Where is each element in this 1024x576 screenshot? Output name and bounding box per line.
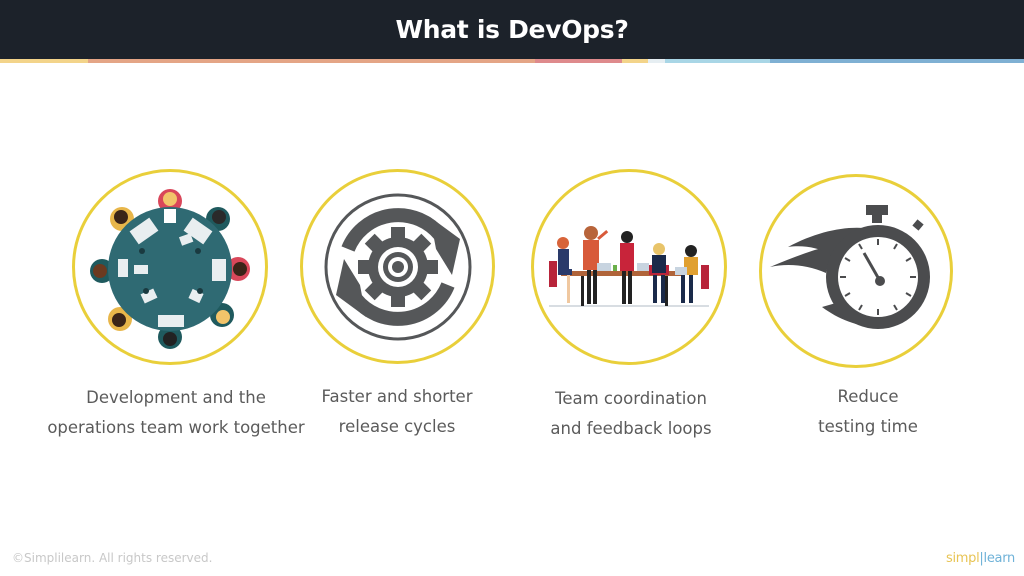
- logo-separator: |: [979, 551, 984, 566]
- slide-header: What is DevOps?: [0, 0, 1024, 59]
- copyright-notice: ©Simplilearn. All rights reserved.: [12, 551, 213, 565]
- caption-line: and feedback loops: [550, 419, 712, 438]
- feature-caption-release-cycles: Faster and shorter release cycles: [257, 382, 537, 442]
- feature-circle-collaboration: [72, 169, 268, 365]
- caption-line: release cycles: [338, 417, 456, 436]
- stripe-segment: [665, 59, 770, 63]
- fast-stopwatch-icon: [770, 205, 930, 329]
- round-table-meeting-icon: [90, 189, 250, 349]
- caption-line: operations team work together: [47, 418, 305, 437]
- stripe-segment: [0, 59, 88, 63]
- feature-circle-release-cycles: [300, 169, 495, 364]
- simplilearn-logo: simpl|learn: [946, 551, 1015, 566]
- stripe-segment: [648, 59, 665, 63]
- feature-circle-team-coordination: [531, 169, 727, 365]
- stripe-segment: [535, 59, 622, 63]
- caption-line: Development and the: [86, 388, 266, 407]
- caption-line: Reduce: [837, 387, 899, 406]
- logo-part-simpl: simpl: [946, 551, 980, 566]
- feature-caption-testing-time: Reduce testing time: [728, 382, 1008, 442]
- stripe-segment: [770, 59, 1024, 63]
- stripe-segment: [88, 59, 535, 63]
- team-meeting-icon: [549, 226, 709, 307]
- feature-caption-team-coordination: Team coordination and feedback loops: [491, 384, 771, 444]
- feature-circle-testing-time: [759, 174, 953, 368]
- caption-line: Faster and shorter: [321, 387, 473, 406]
- caption-line: Team coordination: [555, 389, 707, 408]
- slide-title: What is DevOps?: [395, 15, 629, 44]
- gear-cycle-arrows-icon: [324, 193, 471, 340]
- color-stripe-divider: [0, 59, 1024, 63]
- stripe-segment: [622, 59, 648, 63]
- logo-part-learn: learn: [983, 551, 1016, 566]
- feature-caption-collaboration: Development and the operations team work…: [36, 383, 316, 443]
- caption-line: testing time: [818, 417, 918, 436]
